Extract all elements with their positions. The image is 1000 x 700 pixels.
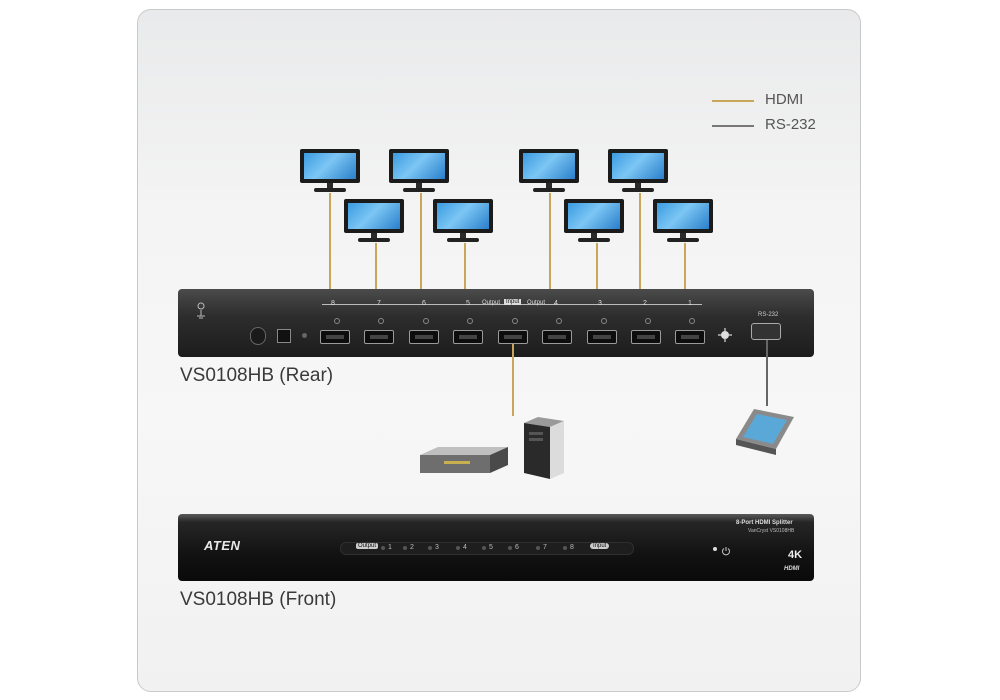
front-port-number: 5 <box>489 544 493 551</box>
port-number: 2 <box>643 300 647 307</box>
monitor-icon <box>608 149 668 193</box>
hdmi-output-port <box>320 330 350 344</box>
mode-dial <box>718 328 732 342</box>
port-led <box>428 546 432 550</box>
hdmi-output-port <box>453 330 483 344</box>
hdmi-output-port <box>542 330 572 344</box>
port-screw <box>423 318 429 324</box>
hdmi-cable <box>639 193 641 293</box>
hdmi-output-port <box>409 330 439 344</box>
port-number: 8 <box>331 300 335 307</box>
model-small: VanCryst VS0108HB <box>748 528 795 534</box>
brand-logo: ATEN <box>204 538 241 553</box>
legend-hdmi-line <box>712 100 754 102</box>
port-screw <box>689 318 695 324</box>
ground-icon <box>195 302 207 320</box>
power-jack <box>250 327 266 345</box>
dc-port <box>277 329 291 343</box>
hdmi-badge: HDMI <box>784 566 800 572</box>
product-name: 8-Port HDMI Splitter <box>736 520 793 526</box>
monitor-icon <box>653 199 713 243</box>
rear-panel <box>178 289 814 357</box>
port-number: 3 <box>598 300 602 307</box>
port-screw <box>334 318 340 324</box>
front-output-tag: Output <box>356 543 379 549</box>
hdmi-cable <box>329 193 331 293</box>
hdmi-cable <box>549 193 551 293</box>
port-number: 5 <box>466 300 470 307</box>
dvd-player-icon <box>416 447 512 477</box>
port-screw <box>378 318 384 324</box>
touch-panel-icon <box>734 405 796 457</box>
port-number: 6 <box>422 300 426 307</box>
front-port-number: 4 <box>463 544 467 551</box>
hdmi-output-port <box>587 330 617 344</box>
port-led <box>536 546 540 550</box>
front-led-strip <box>340 542 634 555</box>
hdmi-input-cable <box>512 344 514 416</box>
status-led <box>713 547 717 551</box>
monitor-icon <box>389 149 449 193</box>
rs232-cable <box>766 340 768 406</box>
output-tag: Output <box>527 300 546 306</box>
port-number: 1 <box>688 300 692 307</box>
monitor-icon <box>433 199 493 243</box>
monitor-icon <box>564 199 624 243</box>
front-port-number: 6 <box>515 544 519 551</box>
port-led <box>563 546 567 550</box>
front-port-number: 3 <box>435 544 439 551</box>
rs232-port <box>751 323 781 340</box>
hdmi-cable <box>596 243 598 293</box>
hdmi-output-port <box>675 330 705 344</box>
port-screw <box>601 318 607 324</box>
hdmi-output-port <box>364 330 394 344</box>
front-port-number: 2 <box>410 544 414 551</box>
front-caption: VS0108HB (Front) <box>180 589 337 610</box>
port-screw <box>645 318 651 324</box>
monitor-icon <box>300 149 360 193</box>
port-led <box>482 546 486 550</box>
hdmi-input-port <box>498 330 528 344</box>
port-led <box>508 546 512 550</box>
power-icon <box>721 543 731 556</box>
front-port-number: 8 <box>570 544 574 551</box>
port-number: 7 <box>377 300 381 307</box>
hdmi-output-port <box>631 330 661 344</box>
output-tag: Output <box>482 300 501 306</box>
rs232-port-label: RS-232 <box>758 312 779 318</box>
hdmi-cable <box>375 243 377 293</box>
port-screw <box>512 318 518 324</box>
port-label-bar: 8 7 6 5 Output Input Output 4 3 2 1 <box>322 299 702 310</box>
pc-tower-icon <box>520 417 568 481</box>
monitor-icon <box>519 149 579 193</box>
port-number: 4 <box>554 300 558 307</box>
4k-badge: 4K <box>788 549 803 561</box>
hdmi-cable <box>420 193 422 293</box>
legend-rs232-line <box>712 125 754 127</box>
front-input-tag: Input <box>590 543 610 549</box>
port-screw <box>467 318 473 324</box>
front-port-number: 7 <box>543 544 547 551</box>
rear-caption: VS0108HB (Rear) <box>180 365 334 386</box>
firmware-switch <box>302 333 307 338</box>
hdmi-cable <box>464 243 466 293</box>
legend-rs232-label: RS-232 <box>765 116 816 133</box>
monitor-icon <box>344 199 404 243</box>
hdmi-cable <box>684 243 686 293</box>
legend-hdmi-label: HDMI <box>765 91 804 108</box>
front-port-number: 1 <box>388 544 392 551</box>
port-screw <box>556 318 562 324</box>
port-led <box>403 546 407 550</box>
port-led <box>381 546 385 550</box>
port-led <box>456 546 460 550</box>
input-tag: Input <box>504 299 522 305</box>
